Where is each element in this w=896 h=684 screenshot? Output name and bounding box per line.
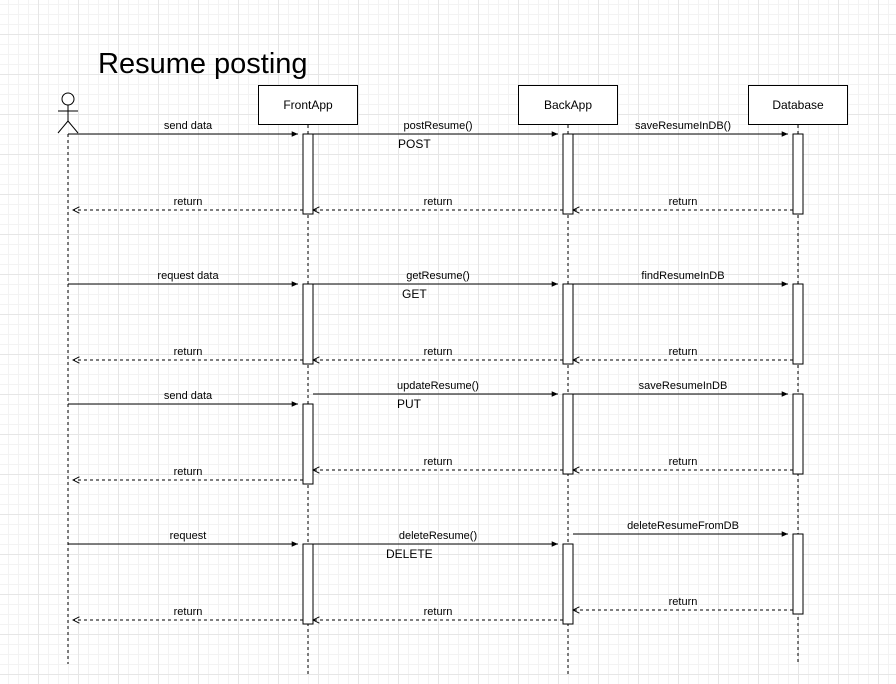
return-label: return [668, 346, 698, 358]
message-label: send data [163, 120, 213, 132]
return-label: return [423, 346, 453, 358]
return-label: return [423, 606, 453, 618]
activation-bar [302, 543, 314, 625]
message-label: deleteResumeFromDB [627, 520, 739, 532]
return-label: return [173, 466, 203, 478]
activation-bar [562, 393, 574, 475]
message-label: postResume() [403, 120, 473, 132]
message-label: request data [157, 270, 219, 282]
message-label: deleteResume() [398, 530, 478, 542]
activation-bar [562, 283, 574, 365]
return-label: return [423, 456, 453, 468]
activation-bar [562, 133, 574, 215]
http-method-get: GET [402, 287, 427, 301]
actor-icon [57, 92, 79, 134]
activation-bar [792, 283, 804, 365]
participant-database[interactable]: Database [748, 85, 848, 125]
message-label: send data [163, 390, 213, 402]
return-label: return [423, 196, 453, 208]
activation-bar [302, 403, 314, 485]
participant-frontapp[interactable]: FrontApp [258, 85, 358, 125]
message-label: saveResumeInDB() [635, 120, 731, 132]
message-label: getResume() [406, 270, 470, 282]
return-label: return [668, 596, 698, 608]
activation-bar [792, 393, 804, 475]
return-label: return [173, 346, 203, 358]
activation-bar [792, 533, 804, 615]
message-label: request [169, 530, 207, 542]
message-label: updateResume() [397, 380, 479, 392]
http-method-delete: DELETE [386, 547, 433, 561]
activation-bar [302, 133, 314, 215]
return-label: return [173, 196, 203, 208]
activation-bar [302, 283, 314, 365]
return-label: return [173, 606, 203, 618]
participant-backapp[interactable]: BackApp [518, 85, 618, 125]
activation-bar [562, 543, 574, 625]
activation-bar [792, 133, 804, 215]
return-label: return [668, 456, 698, 468]
return-label: return [668, 196, 698, 208]
message-label: findResumeInDB [641, 270, 725, 282]
diagram-title: Resume posting [98, 48, 308, 80]
http-method-put: PUT [397, 397, 421, 411]
message-label: saveResumeInDB [638, 380, 728, 392]
http-method-post: POST [398, 137, 431, 151]
